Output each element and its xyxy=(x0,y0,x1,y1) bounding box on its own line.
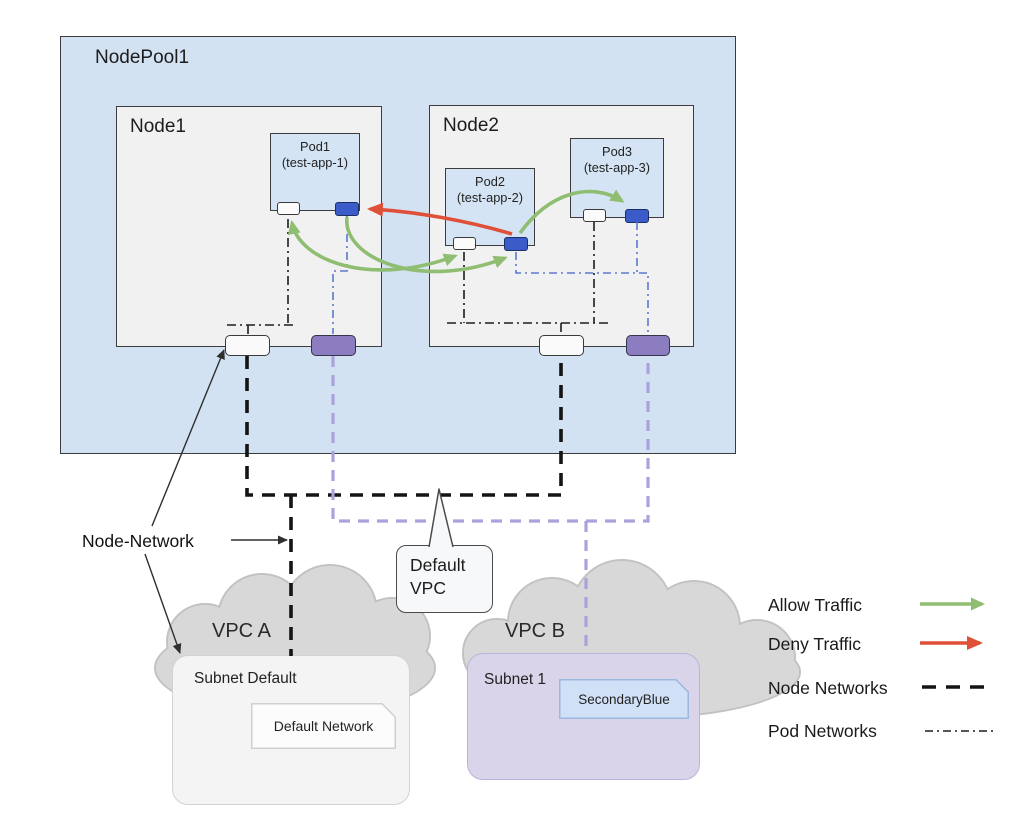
pod2-app: (test-app-2) xyxy=(456,190,524,205)
vpc-a-label: VPC A xyxy=(212,620,271,642)
pod1-name: Pod1 xyxy=(300,139,330,154)
default-vpc-callout-tail xyxy=(428,488,454,548)
default-vpc-line2: VPC xyxy=(410,578,446,598)
default-network-note: Default Network xyxy=(251,703,396,749)
subnet-default-box: Subnet Default Default Network xyxy=(172,655,410,805)
secondary-blue-note: SecondaryBlue xyxy=(559,679,689,719)
legend-samples xyxy=(920,597,993,732)
node1-secondary-nic xyxy=(311,335,356,356)
folded-note-shape xyxy=(251,703,396,749)
node2-label: Node2 xyxy=(443,115,499,136)
pod1-app: (test-app-1) xyxy=(281,155,349,170)
default-vpc-callout: Default VPC xyxy=(396,545,493,613)
default-network-label: Default Network xyxy=(273,718,374,734)
subnet-1-label: Subnet 1 xyxy=(484,671,547,688)
node2-secondary-nic xyxy=(626,335,670,356)
node1-default-nic xyxy=(225,335,270,356)
pod3-app: (test-app-3) xyxy=(583,160,651,175)
node-network-label: Node-Network xyxy=(82,531,194,551)
pod2-name: Pod2 xyxy=(475,174,505,189)
legend-pod-networks-label: Pod Networks xyxy=(768,721,877,741)
pod3-default-interface xyxy=(583,209,606,222)
secondary-blue-label: SecondaryBlue xyxy=(578,691,670,707)
pod3-box: Pod3 (test-app-3) xyxy=(570,138,664,218)
pod2-default-interface xyxy=(453,237,476,250)
pod3-name: Pod3 xyxy=(602,144,632,159)
pod2-blue-interface xyxy=(504,237,528,251)
folded-note-shape xyxy=(559,679,689,719)
vpc-b-label: VPC B xyxy=(505,620,566,642)
pod2-box: Pod2 (test-app-2) xyxy=(445,168,535,246)
pod1-box: Pod1 (test-app-1) xyxy=(270,133,360,211)
legend-node-networks-label: Node Networks xyxy=(768,678,888,698)
legend-allow-traffic-label: Allow Traffic xyxy=(768,595,863,615)
subnet-default-label: Subnet Default xyxy=(194,670,297,687)
node2-default-nic xyxy=(539,335,584,356)
annotation-arrow-to-subnet xyxy=(144,553,182,654)
default-vpc-line1: Default xyxy=(410,555,466,575)
legend-deny-traffic-label: Deny Traffic xyxy=(768,634,862,654)
pod1-blue-interface xyxy=(335,202,359,216)
subnet-1-box: Subnet 1 SecondaryBlue xyxy=(467,653,700,780)
nodepool-label: NodePool1 xyxy=(95,47,190,68)
pod1-default-interface xyxy=(277,202,300,215)
pod3-blue-interface xyxy=(625,209,649,223)
node1-label: Node1 xyxy=(130,116,186,137)
